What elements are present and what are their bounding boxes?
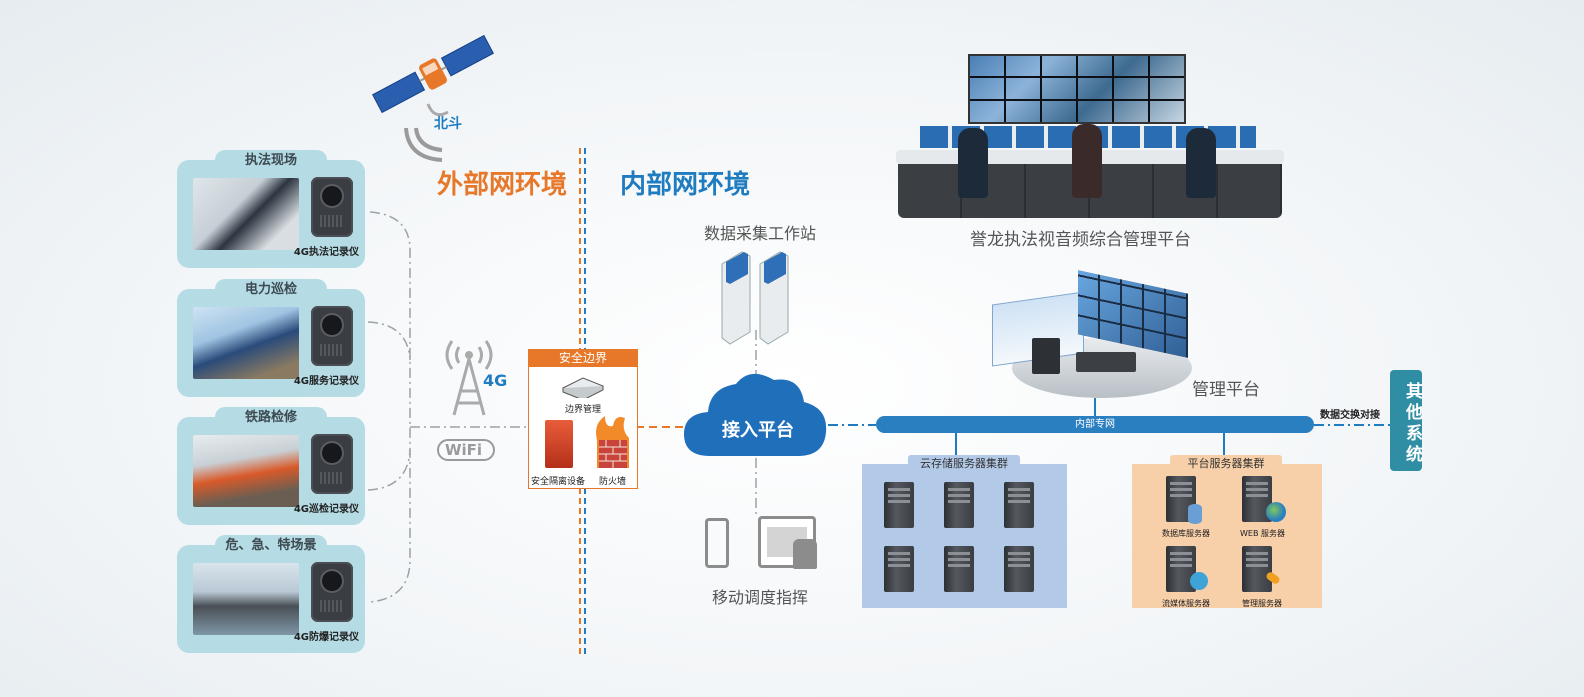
data-exchange-label: 数据交换对接	[1320, 410, 1380, 421]
storage-server-icon	[1004, 482, 1034, 528]
body-camera-icon	[311, 562, 353, 622]
device-label: 4G防爆记录仪	[293, 632, 359, 643]
satellite-label: 北斗	[434, 116, 462, 132]
border-mgmt-label: 边界管理	[565, 405, 602, 415]
internal-network-bus: 内部专网	[876, 416, 1314, 433]
scene-title: 危、急、特场景	[215, 535, 327, 557]
kiosk-icon	[718, 250, 798, 349]
server-label: 流媒体服务器	[1162, 599, 1210, 608]
scene-photo	[193, 563, 299, 635]
storage-server-icon	[944, 482, 974, 528]
access-platform-label: 接入平台	[722, 420, 794, 441]
scene-title: 铁路检修	[215, 407, 327, 429]
management-server-icon	[1242, 546, 1272, 592]
scene-card-railway-maintenance[interactable]: 铁路检修 4G巡检记录仪	[177, 407, 365, 525]
isolation-label: 安全隔离设备	[531, 477, 586, 487]
storage-server-icon	[1004, 546, 1034, 592]
platform-server-cluster[interactable]: 平台服务器集群 数据库服务器 WEB 服务器 流媒体服务器 管理服务器	[1132, 455, 1322, 608]
wifi-icon: WiFi	[437, 439, 495, 461]
storage-server-icon	[884, 546, 914, 592]
globe-icon	[1266, 502, 1286, 522]
satellite-icon	[368, 24, 498, 124]
cluster-title: 平台服务器集群	[1170, 455, 1282, 473]
scene-photo	[193, 307, 299, 379]
firewall-label: 防火墙	[599, 477, 627, 487]
storage-server-icon	[944, 546, 974, 592]
signal-wave-icon	[402, 124, 446, 168]
body-camera-icon	[311, 306, 353, 366]
other-system-box[interactable]: 其他系统	[1390, 370, 1422, 471]
device-label: 4G巡检记录仪	[293, 504, 359, 515]
device-label: 4G服务记录仪	[293, 376, 359, 387]
scene-card-hazard[interactable]: 危、急、特场景 4G防爆记录仪	[177, 535, 365, 653]
scene-card-law-enforcement[interactable]: 执法现场 4G执法记录仪	[177, 150, 365, 268]
scene-photo	[193, 178, 299, 250]
router-icon	[559, 374, 607, 402]
inner-network-label: 内部网环境	[620, 170, 751, 200]
wifi-label: WiFi	[445, 441, 483, 459]
scene-photo	[193, 435, 299, 507]
firewall-icon	[591, 412, 631, 474]
cell-tower-icon	[440, 335, 500, 421]
stream-badge-icon	[1190, 572, 1208, 590]
isolation-device-icon	[545, 420, 573, 468]
phone-icon	[705, 518, 729, 568]
server-label: WEB 服务器	[1240, 529, 1285, 538]
server-label: 管理服务器	[1242, 599, 1282, 608]
cluster-title: 云存储服务器集群	[908, 455, 1020, 473]
database-badge-icon	[1188, 504, 1202, 524]
outer-network-label: 外部网环境	[437, 170, 568, 200]
access-cloud-icon[interactable]	[682, 372, 830, 464]
cell-label: 4G	[483, 371, 508, 390]
mobile-dispatch-label: 移动调度指挥	[712, 588, 809, 607]
server-label: 数据库服务器	[1162, 529, 1210, 538]
tablet-icon	[758, 516, 817, 569]
management-platform-label: 管理平台	[1192, 380, 1260, 400]
security-boundary-title: 安全边界	[529, 350, 637, 367]
workstation-label: 数据采集工作站	[704, 224, 817, 243]
command-center-image	[896, 54, 1284, 220]
device-label: 4G执法记录仪	[293, 247, 359, 258]
management-platform-image	[992, 270, 1202, 400]
scene-title: 执法现场	[215, 150, 327, 172]
storage-server-icon	[884, 482, 914, 528]
scene-title: 电力巡检	[215, 279, 327, 301]
body-camera-icon	[311, 434, 353, 494]
command-center-label: 誉龙执法视音频综合管理平台	[970, 230, 1191, 250]
scene-card-power-inspection[interactable]: 电力巡检 4G服务记录仪	[177, 279, 365, 397]
security-boundary[interactable]: 安全边界 边界管理 安全隔离设备 防火墙	[528, 349, 638, 489]
body-camera-icon	[311, 177, 353, 237]
cloud-storage-cluster[interactable]: 云存储服务器集群	[862, 455, 1067, 608]
